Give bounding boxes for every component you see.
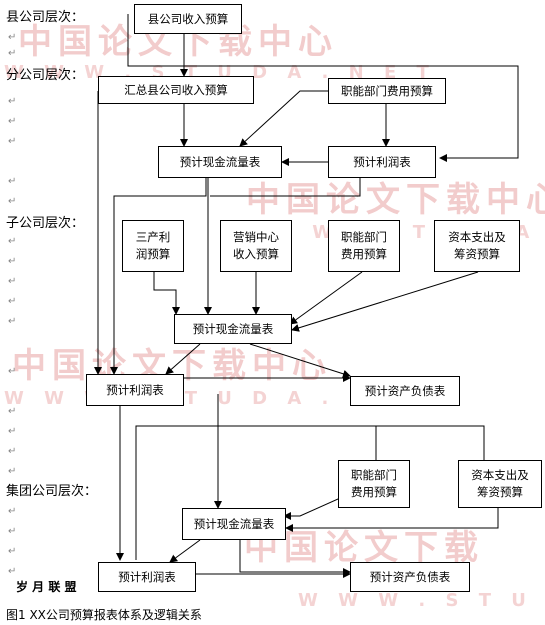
- branch-profit-label: 预计利润表: [353, 154, 411, 169]
- paragraph-mark: ↵: [8, 406, 17, 417]
- sub-cashflow-box: 预计现金流量表: [174, 314, 292, 344]
- paragraph-mark: ↵: [8, 176, 17, 187]
- grp-balance-label: 预计资产负债表: [369, 569, 451, 584]
- level-county: 县公司层次：: [6, 10, 85, 25]
- branch-summary-income-box: 汇总县公司收入预算: [98, 76, 254, 104]
- corner-logo-text: 岁 月 联 盟: [16, 580, 77, 594]
- sub-balance-box: 预计资产负债表: [350, 376, 460, 406]
- grp-cashflow-box: 预计现金流量表: [182, 508, 286, 540]
- branch-cashflow-label: 预计现金流量表: [179, 154, 261, 169]
- paragraph-mark: ↵: [8, 96, 17, 107]
- paragraph-mark: ↵: [8, 366, 17, 377]
- paragraph-mark: ↵: [8, 296, 17, 307]
- branch-profit-box: 预计利润表: [328, 146, 436, 178]
- sub-marketing-income-label: 营销中心 收入预算: [233, 230, 279, 261]
- branch-summary-income-label: 汇总县公司收入预算: [124, 82, 228, 97]
- paragraph-mark: ↵: [8, 316, 17, 327]
- sub-profit-label: 预计利润表: [106, 382, 164, 397]
- paragraph-mark: ↵: [8, 526, 17, 537]
- grp-dept-cost-box: 职能部门 费用预算: [338, 460, 410, 508]
- paragraph-mark: ↵: [8, 276, 17, 287]
- sub-dept-cost-box: 职能部门 费用预算: [328, 220, 400, 272]
- branch-cashflow-box: 预计现金流量表: [158, 146, 282, 178]
- sub-marketing-income-box: 营销中心 收入预算: [220, 220, 292, 272]
- paragraph-mark: ↵: [8, 546, 17, 557]
- county-income-budget-box: 县公司收入预算: [134, 4, 242, 34]
- grp-capex-label: 资本支出及 筹资预算: [471, 468, 529, 499]
- paragraph-mark: ↵: [8, 506, 17, 517]
- sub-dept-cost-label: 职能部门 费用预算: [341, 230, 387, 261]
- level-branch: 分公司层次：: [6, 68, 85, 83]
- sub-capex-box: 资本支出及 筹资预算: [434, 220, 520, 272]
- paragraph-mark: ↵: [8, 196, 17, 207]
- paragraph-mark: ↵: [8, 32, 17, 43]
- grp-balance-box: 预计资产负债表: [350, 562, 470, 592]
- sub-tertiary-profit-box: 三产利 润预算: [122, 220, 184, 272]
- grp-dept-cost-label: 职能部门 费用预算: [351, 468, 397, 499]
- paragraph-mark: ↵: [8, 466, 17, 477]
- sub-profit-box: 预计利润表: [86, 374, 184, 406]
- sub-balance-label: 预计资产负债表: [364, 383, 446, 398]
- figure-caption: 图1 XX公司预算报表体系及逻辑关系: [6, 608, 202, 622]
- sub-tertiary-profit-label: 三产利 润预算: [135, 230, 171, 261]
- grp-capex-box: 资本支出及 筹资预算: [458, 460, 542, 508]
- paragraph-mark: ↵: [8, 236, 17, 247]
- county-income-budget-label: 县公司收入预算: [147, 11, 229, 26]
- paragraph-mark: ↵: [8, 48, 17, 59]
- branch-dept-cost-box: 职能部门费用预算: [328, 78, 446, 104]
- grp-cashflow-label: 预计现金流量表: [193, 516, 275, 531]
- paragraph-mark: ↵: [8, 256, 17, 267]
- paragraph-mark: ↵: [8, 116, 17, 127]
- paragraph-mark: ↵: [8, 446, 17, 457]
- paragraph-mark: ↵: [8, 566, 17, 577]
- grp-profit-label: 预计利润表: [118, 569, 176, 584]
- paragraph-mark: ↵: [8, 426, 17, 437]
- branch-dept-cost-label: 职能部门费用预算: [341, 83, 433, 98]
- level-subsidiary: 子公司层次：: [6, 216, 85, 231]
- level-group: 集团公司层次：: [6, 484, 98, 499]
- paragraph-mark: ↵: [8, 136, 17, 147]
- sub-cashflow-label: 预计现金流量表: [192, 321, 274, 336]
- sub-capex-label: 资本支出及 筹资预算: [448, 230, 506, 261]
- grp-profit-box: 预计利润表: [98, 562, 196, 592]
